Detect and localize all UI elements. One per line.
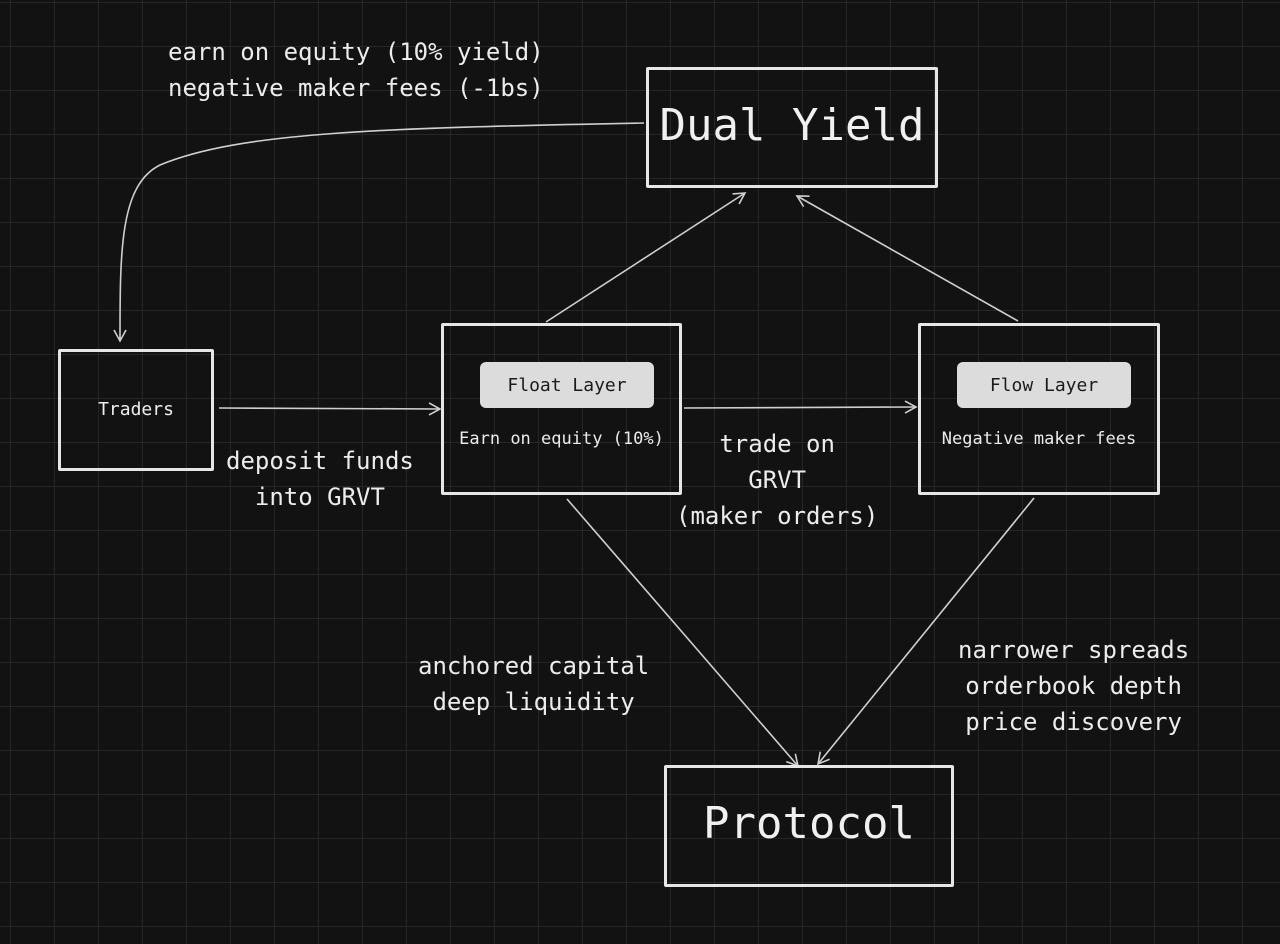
edge-label-line: trade on — [719, 430, 835, 458]
edge-label-line: anchored capital — [418, 652, 650, 680]
edge-label-yield-to-traders: earn on equity (10% yield) negative make… — [168, 34, 544, 106]
node-protocol[interactable]: Protocol — [664, 765, 954, 887]
edge-float-to-dual — [545, 192, 747, 323]
node-protocol-label: Protocol — [703, 798, 915, 849]
edge-flow-to-dual — [795, 195, 1019, 322]
edge-label-float-to-flow: trade on GRVT (maker orders) — [676, 426, 878, 534]
node-traders[interactable]: Traders — [58, 349, 214, 471]
edge-label-line: (maker orders) — [676, 502, 879, 530]
float-layer-caption: Earn on equity (10%) — [459, 429, 664, 449]
edge-float-to-flow — [683, 400, 918, 414]
node-dual-yield[interactable]: Dual Yield — [646, 67, 938, 188]
edge-label-float-to-protocol: anchored capital deep liquidity — [418, 648, 649, 720]
edge-label-line: negative maker fees (-1bs) — [168, 74, 544, 102]
flow-layer-caption: Negative maker fees — [941, 429, 1137, 449]
edge-label-line: earn on equity (10% yield) — [168, 38, 544, 66]
edge-traders-to-float — [218, 402, 442, 416]
edge-label-line: deposit funds — [226, 447, 414, 475]
node-dual-yield-label: Dual Yield — [659, 100, 925, 151]
edge-yield-to-traders — [113, 122, 645, 343]
edge-label-line: GRVT — [748, 466, 807, 494]
node-flow-layer[interactable]: Flow Layer Negative maker fees — [918, 323, 1160, 495]
edge-float-to-protocol — [566, 498, 800, 768]
edge-label-line: narrower spreads — [958, 636, 1190, 664]
edge-label-line: deep liquidity — [432, 688, 635, 716]
node-traders-label: Traders — [98, 399, 174, 420]
edge-label-line: into GRVT — [254, 483, 385, 511]
float-layer-badge: Float Layer — [480, 362, 654, 408]
edge-label-traders-to-float: deposit funds into GRVT — [226, 443, 414, 515]
edge-label-line: price discovery — [965, 708, 1182, 736]
edge-label-line: orderbook depth — [965, 672, 1182, 700]
flow-layer-badge: Flow Layer — [957, 362, 1131, 408]
edge-label-flow-to-protocol: narrower spreads orderbook depth price d… — [958, 632, 1189, 740]
node-float-layer[interactable]: Float Layer Earn on equity (10%) — [441, 323, 682, 495]
